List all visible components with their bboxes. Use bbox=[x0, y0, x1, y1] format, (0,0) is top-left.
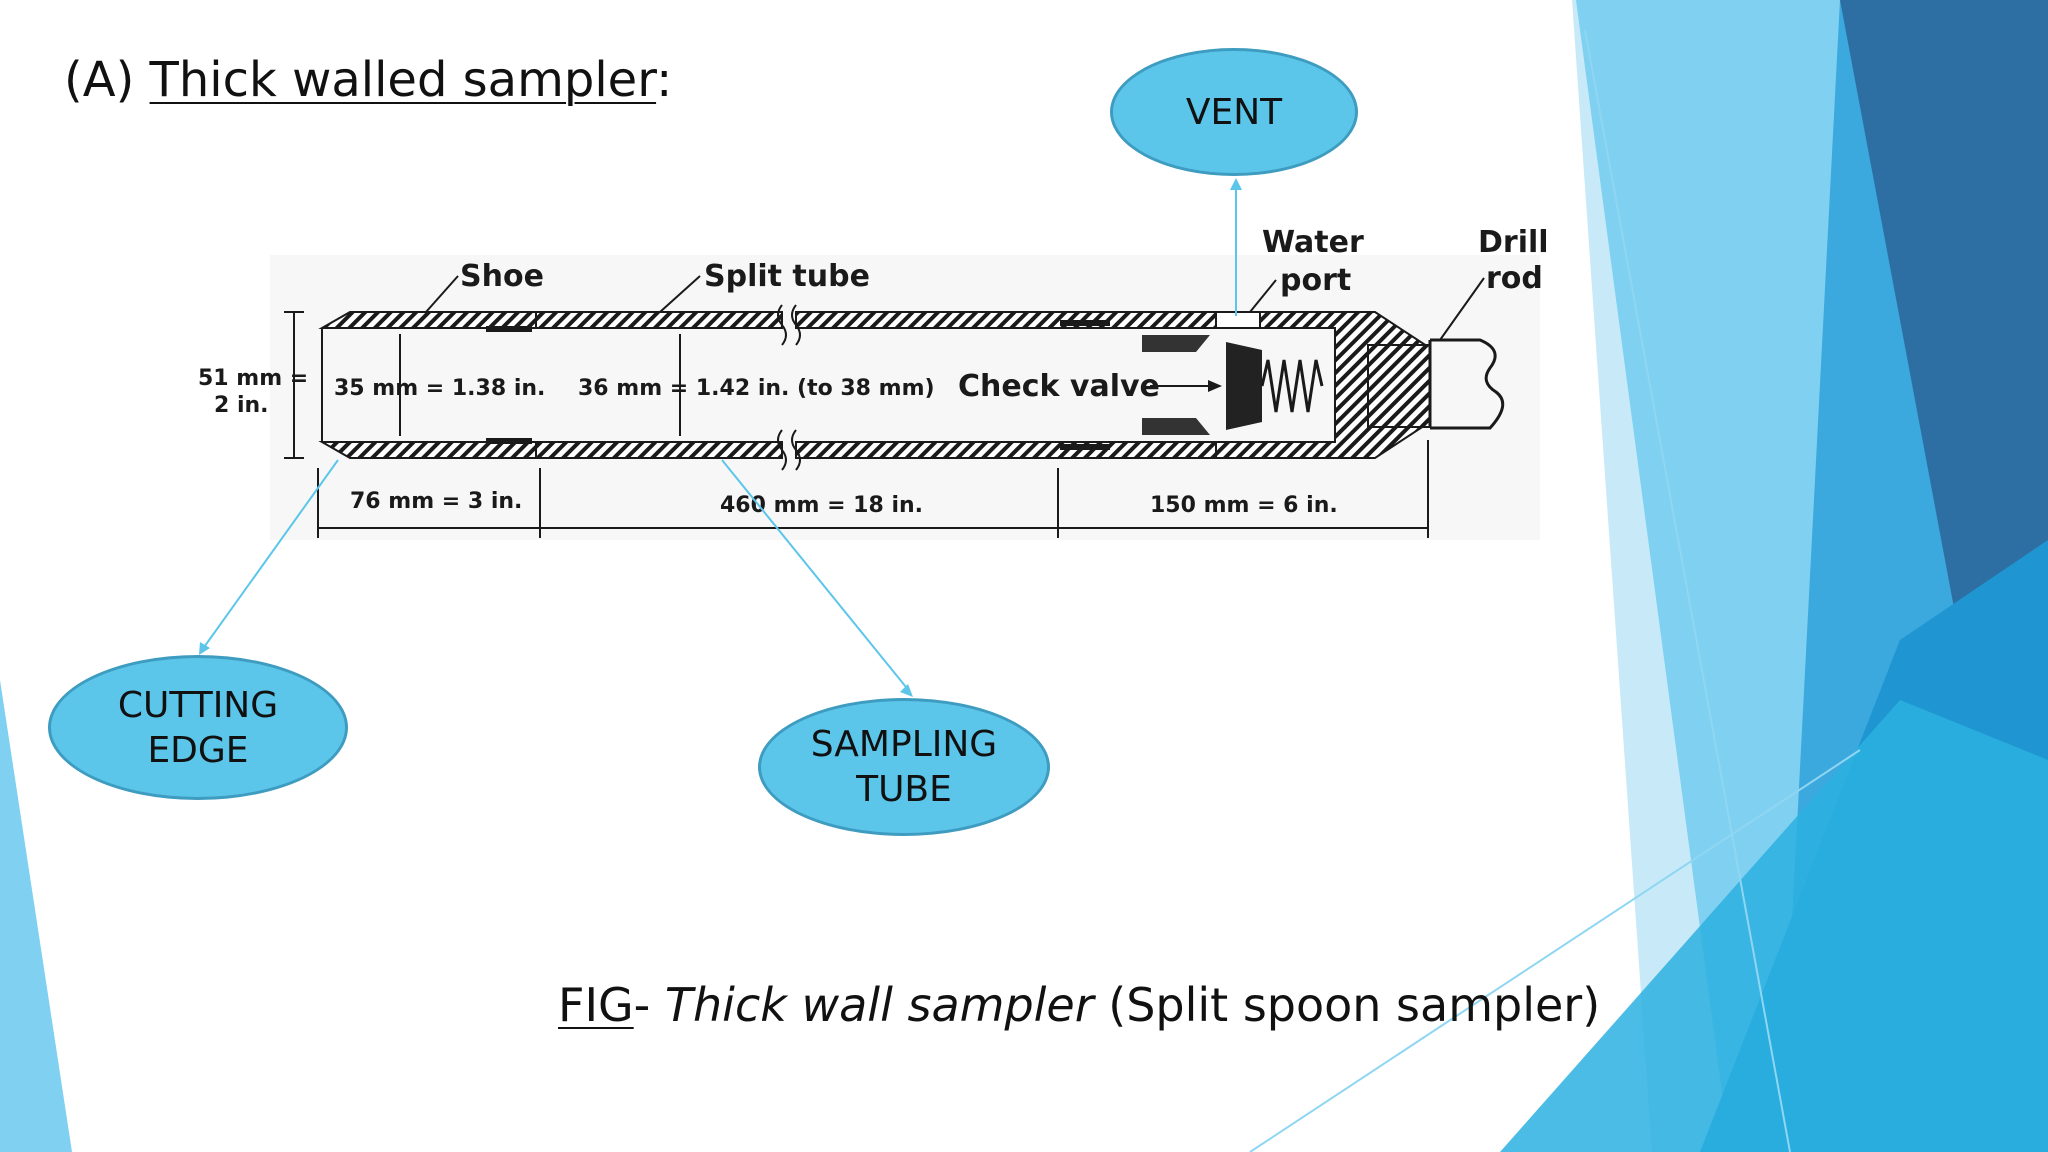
caption-rest: (Split spoon sampler) bbox=[1093, 978, 1601, 1032]
caption-italic: Thick wall sampler bbox=[664, 978, 1094, 1032]
label-len-tube: 460 mm = 18 in. bbox=[720, 493, 923, 518]
cutting-edge-callout: CUTTING EDGE bbox=[48, 655, 348, 800]
check-valve-ball bbox=[1226, 342, 1262, 430]
figure-caption: FIG- Thick wall sampler (Split spoon sam… bbox=[558, 978, 1600, 1032]
deco-dark-panel bbox=[1840, 0, 2048, 700]
leader-cutting-edge-arrowhead bbox=[199, 642, 210, 655]
shoe-top-wall bbox=[318, 311, 537, 329]
slide-heading: (A) Thick walled sampler: bbox=[64, 52, 672, 108]
tube-bottom-wall-left bbox=[535, 441, 783, 459]
label-drill-rod-2: rod bbox=[1486, 261, 1543, 296]
head-thread bbox=[1060, 444, 1110, 450]
cutting-edge-line-2: EDGE bbox=[147, 729, 249, 771]
drill-rod-threads bbox=[1367, 344, 1431, 428]
tube-top-wall-left bbox=[535, 311, 783, 329]
caption-fig: FIG bbox=[558, 978, 634, 1032]
label-water-port-1: Water bbox=[1262, 225, 1364, 260]
tube-break-mark bbox=[777, 429, 801, 471]
label-water-port-2: port bbox=[1280, 263, 1351, 298]
sampling-tube-callout: SAMPLING TUBE bbox=[758, 698, 1050, 836]
shoe-bottom-wall bbox=[318, 441, 537, 459]
leader-split-tube bbox=[659, 275, 701, 313]
leader-sampling-tube-arrowhead bbox=[900, 684, 913, 697]
valve-seat-top bbox=[1142, 335, 1210, 352]
label-shoe-id: 35 mm = 1.38 in. bbox=[334, 376, 545, 401]
drill-rod bbox=[1430, 338, 1505, 430]
sampling-tube-line-1: SAMPLING bbox=[810, 724, 998, 765]
deco-bottom-wedge bbox=[1500, 700, 2048, 1152]
figure-background bbox=[270, 255, 1540, 540]
valve-spring bbox=[1260, 359, 1324, 413]
label-shoe: Shoe bbox=[460, 259, 544, 294]
vent-callout-text: VENT bbox=[1185, 91, 1283, 133]
heading-title: Thick walled sampler bbox=[149, 52, 657, 108]
label-od-2: 2 in. bbox=[214, 393, 269, 418]
tube-top-wall-right bbox=[795, 311, 1217, 329]
leader-drill-rod bbox=[1439, 277, 1485, 341]
water-port bbox=[1215, 311, 1261, 329]
sampling-tube-line-2: TUBE bbox=[856, 769, 952, 810]
leader-water-port bbox=[1249, 279, 1277, 313]
sampler-figure: Shoe Split tube Water port Drill rod 51 … bbox=[198, 225, 1549, 540]
leader-cutting-edge bbox=[201, 459, 339, 651]
deco-left-strip bbox=[0, 680, 72, 1152]
label-split-tube: Split tube bbox=[704, 259, 870, 294]
deco-thin-line bbox=[1249, 749, 1861, 1152]
valve-seat-bottom bbox=[1142, 418, 1210, 435]
callout-leaders bbox=[199, 178, 1242, 697]
label-len-head: 150 mm = 6 in. bbox=[1150, 493, 1338, 518]
label-od-1: 51 mm = bbox=[198, 366, 308, 391]
leader-sampling-tube bbox=[721, 459, 911, 693]
label-len-shoe: 76 mm = 3 in. bbox=[350, 489, 522, 514]
vent-callout: VENT bbox=[1110, 48, 1358, 176]
tube-break-mark bbox=[777, 304, 801, 346]
check-valve-arrowhead bbox=[1208, 380, 1222, 392]
deco-thin-line bbox=[1584, 29, 1791, 1152]
label-check-valve: Check valve bbox=[958, 369, 1160, 404]
heading-suffix: : bbox=[656, 52, 673, 108]
shoe-thread bbox=[486, 438, 532, 444]
caption-dash: - bbox=[633, 978, 665, 1032]
leader-vent-arrowhead bbox=[1230, 178, 1242, 190]
shoe-thread bbox=[486, 326, 532, 332]
head-thread bbox=[1060, 320, 1110, 326]
tube-bottom-wall-right bbox=[795, 441, 1217, 459]
label-tube-id: 36 mm = 1.42 in. (to 38 mm) bbox=[578, 376, 935, 401]
cutting-edge-line-1: CUTTING bbox=[117, 684, 279, 726]
label-drill-rod-1: Drill bbox=[1478, 225, 1549, 260]
heading-prefix: (A) bbox=[64, 52, 150, 108]
leader-shoe bbox=[425, 275, 459, 313]
